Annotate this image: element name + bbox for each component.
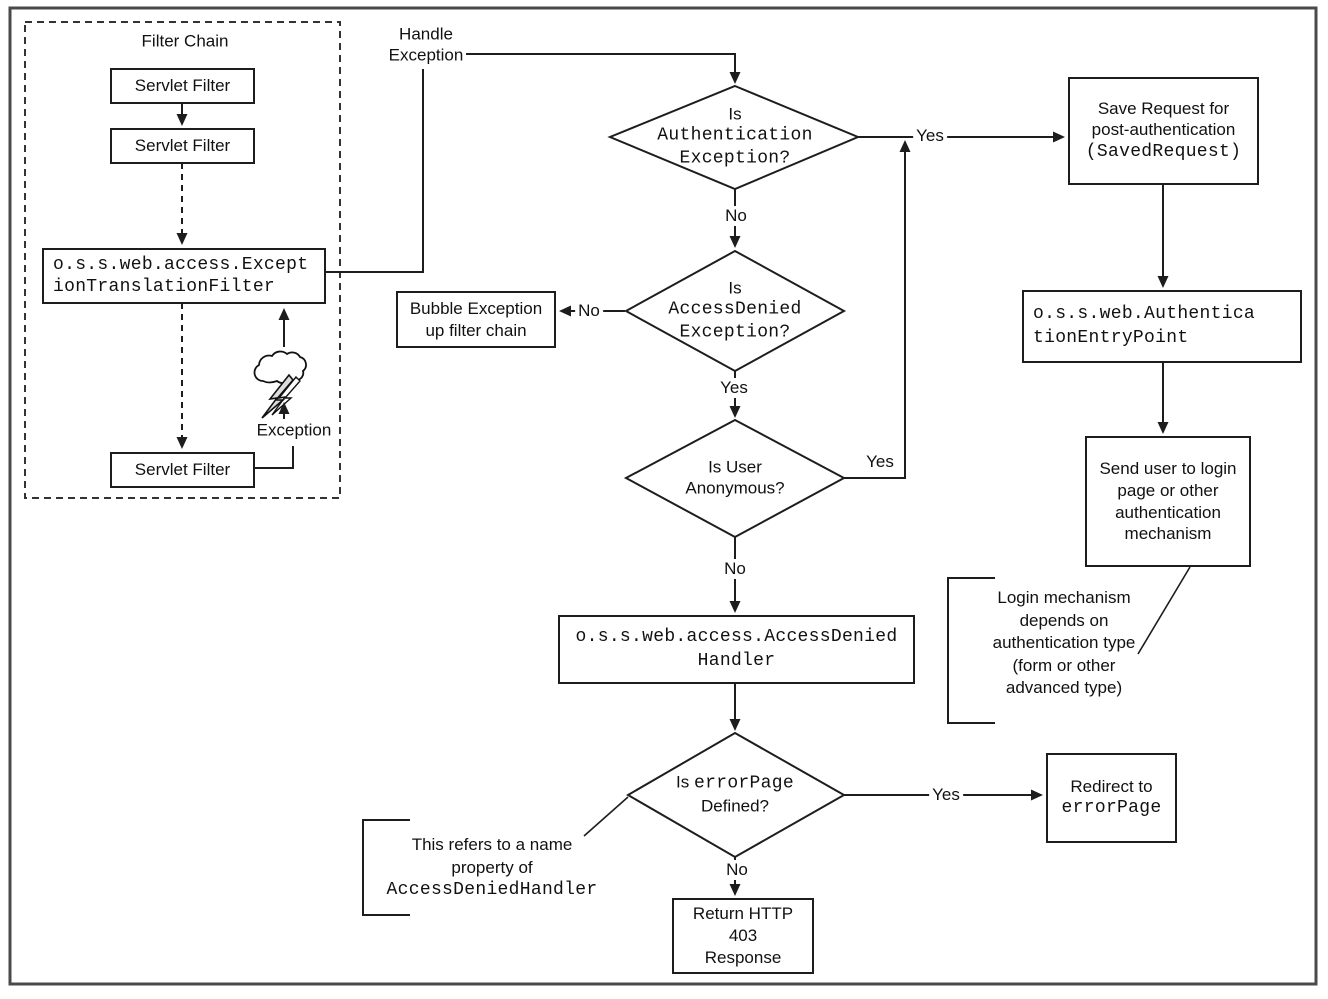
servlet-filter-box-2: Servlet Filter — [110, 128, 255, 164]
line-servlet3-exception — [255, 446, 294, 469]
etf-line-1: o.s.s.web.access.Except — [53, 254, 309, 275]
d4-line-1-sans: Is — [676, 772, 690, 792]
save-request-box: Save Request for post-authentication (Sa… — [1068, 77, 1259, 185]
d1-line-2: Authentication — [657, 126, 813, 147]
login-note-line-4: (form or other — [1012, 655, 1116, 675]
send-user-line-4: mechanism — [1124, 524, 1212, 544]
line-send-login-note — [1137, 566, 1191, 655]
exception-label: Exception — [256, 420, 332, 440]
d4-line-1-mono: errorPage — [694, 773, 794, 794]
d4-yes-label: Yes — [929, 785, 963, 805]
aep-line-2: tionEntryPoint — [1033, 327, 1189, 348]
d1-no-label: No — [722, 206, 750, 226]
d4-no-label: No — [723, 860, 751, 880]
cloud-icon — [253, 350, 307, 384]
login-note-bracket — [947, 577, 995, 724]
d3-no-label: No — [721, 559, 749, 579]
name-note-line-3: AccessDeniedHandler — [386, 880, 598, 901]
send-user-line-1: Send user to login — [1099, 459, 1237, 478]
authentication-entry-point-box: o.s.s.web.Authentica tionEntryPoint — [1022, 290, 1302, 363]
save-request-line-2: post-authentication — [1091, 120, 1236, 140]
name-note-line-2: property of — [451, 857, 533, 877]
d4-line-1: Is errorPage — [676, 771, 794, 795]
login-note-line-1: Login mechanism — [997, 588, 1131, 607]
login-note-line-5: advanced type) — [1005, 678, 1123, 698]
d2-line-3: Exception? — [679, 322, 791, 343]
redirect-line-1: Redirect to — [1070, 776, 1153, 796]
login-note-line-3: authentication type — [992, 633, 1136, 653]
diamond-is-user-anonymous — [623, 418, 847, 539]
send-user-line-3: authentication — [1115, 502, 1221, 522]
d1-line-3: Exception? — [679, 148, 791, 169]
save-request-line-1: Save Request for — [1097, 98, 1230, 118]
diamond-is-authentication-exception — [607, 84, 861, 191]
exception-translation-filter-box: o.s.s.web.access.Except ionTranslationFi… — [42, 248, 326, 304]
handle-exception-line-1: Handle — [399, 24, 453, 44]
d3-yes-label: Yes — [863, 452, 897, 472]
send-user-line-2: page or other — [1117, 480, 1219, 500]
error-page-name-note: This refers to a name property of Access… — [372, 834, 612, 903]
d3-line-1: Is User — [708, 457, 762, 477]
d1-yes-label: Yes — [913, 126, 947, 146]
handle-exception-label: Handle Exception — [389, 24, 464, 67]
return-403-line-2: 403 — [728, 926, 758, 946]
diamond-is-access-denied-exception — [623, 249, 847, 373]
servlet-filter-label: Servlet Filter — [134, 136, 231, 156]
send-user-login-box: Send user to login page or other authent… — [1085, 436, 1251, 567]
d2-yes-label: Yes — [717, 378, 751, 398]
d2-no-label: No — [575, 301, 603, 321]
login-mechanism-note: Login mechanism depends on authenticatio… — [958, 587, 1170, 700]
decision-diamonds — [607, 84, 861, 859]
d1-line-1: Is — [728, 104, 742, 124]
d3-line-2: Anonymous? — [685, 479, 785, 498]
d4-line-2: Defined? — [700, 796, 770, 816]
filter-chain-dashed-border — [24, 21, 341, 499]
decision-text-error-page-defined: Is errorPage Defined? — [676, 771, 794, 816]
exception-bolt-icon — [253, 350, 307, 419]
diamond-is-error-page-defined — [626, 731, 847, 859]
servlet-filter-label: Servlet Filter — [134, 460, 231, 480]
aep-line-1: o.s.s.web.Authentica — [1033, 304, 1256, 325]
arrow-handle-d1 — [466, 53, 741, 84]
servlet-filter-box-1: Servlet Filter — [110, 68, 255, 104]
access-denied-handler-box: o.s.s.web.access.AccessDenied Handler — [558, 615, 915, 684]
adh-line-2: Handler — [697, 650, 776, 671]
adh-line-1: o.s.s.web.access.AccessDenied — [575, 627, 898, 648]
bubble-line-2: up filter chain — [425, 320, 527, 340]
bubble-line-1: Bubble Exception — [409, 298, 543, 318]
servlet-filter-box-3: Servlet Filter — [110, 452, 255, 488]
redirect-line-2: errorPage — [1061, 798, 1162, 819]
servlet-filter-label: Servlet Filter — [134, 76, 231, 96]
page-border — [8, 6, 1318, 986]
line-etf-handle-exception — [326, 69, 424, 273]
return-403-line-3: Response — [704, 947, 782, 967]
filter-chain-title: Filter Chain — [141, 31, 229, 51]
save-request-line-3: (SavedRequest) — [1085, 142, 1242, 163]
d2-line-1: Is — [728, 278, 742, 298]
redirect-error-page-box: Redirect to errorPage — [1046, 753, 1177, 843]
return-403-line-1: Return HTTP — [692, 904, 794, 924]
login-note-line-2: depends on — [1019, 610, 1109, 630]
arrow-d3-yes-feedback — [844, 140, 911, 479]
d2-line-2: AccessDenied — [668, 300, 802, 321]
name-note-bracket — [362, 819, 410, 916]
decision-text-authentication-exception: Is Authentication Exception? — [657, 104, 812, 171]
decision-text-user-anonymous: Is User Anonymous? — [685, 457, 784, 500]
lightning-icon — [261, 373, 295, 419]
name-note-line-1: This refers to a name — [411, 835, 573, 854]
decision-text-access-denied-exception: Is AccessDenied Exception? — [668, 278, 801, 345]
line-d4-name-note — [583, 796, 629, 837]
etf-line-2: ionTranslationFilter — [53, 277, 276, 297]
handle-exception-line-2: Exception — [388, 46, 464, 65]
return-403-box: Return HTTP 403 Response — [672, 898, 814, 974]
bubble-exception-box: Bubble Exception up filter chain — [396, 291, 556, 348]
